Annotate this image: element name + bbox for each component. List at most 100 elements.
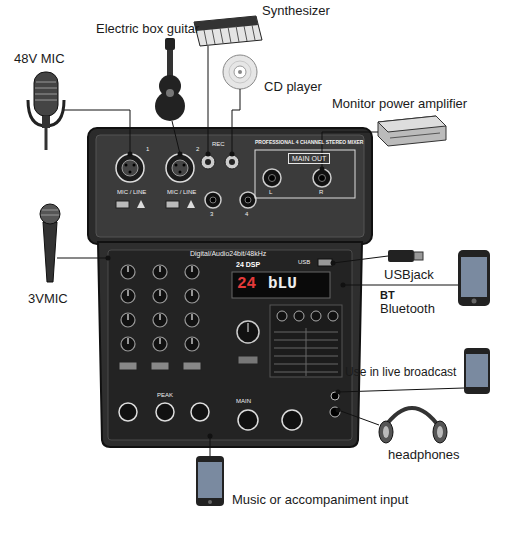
xlr-combo-jack <box>129 171 132 174</box>
knob-pointer <box>159 266 160 272</box>
leader-dot <box>336 408 341 413</box>
usb-stick-icon <box>388 250 414 262</box>
leader-line <box>232 89 240 154</box>
channel-knob <box>153 289 167 303</box>
switch-button <box>166 201 179 208</box>
device-label: BT <box>380 289 395 301</box>
panel-title: PROFESSIONAL 4 CHANNEL STEREO MIXER <box>255 140 363 145</box>
knob-pointer <box>127 338 128 344</box>
mixer-body <box>96 135 364 237</box>
panel-label: USB <box>298 259 310 265</box>
knob-pointer <box>127 290 128 296</box>
panel-label: MAIN OUT <box>288 153 330 164</box>
rca-jack <box>229 159 235 165</box>
xlr-combo-jack <box>172 160 188 176</box>
xlr-combo-jack <box>183 164 186 167</box>
keyboard-icon <box>244 26 247 41</box>
condenser-mic-icon <box>28 72 64 150</box>
guitar-icon <box>165 38 175 50</box>
channel-knob <box>153 337 167 351</box>
panel-label: PEAK <box>157 392 173 398</box>
panel-label: Digital/Audio24bit/48kHz <box>190 250 266 257</box>
main-out-panel <box>255 150 355 198</box>
device-label: Bluetooth <box>380 302 435 316</box>
phone-icon <box>196 250 490 506</box>
dsp-section <box>277 311 287 321</box>
panel-label: REC <box>212 141 225 147</box>
panel-label: 24 DSP <box>236 261 260 268</box>
headphones-icon <box>383 426 389 438</box>
dsp-section <box>238 356 258 364</box>
headphones-icon <box>379 421 393 443</box>
phone-icon <box>472 299 477 304</box>
quarter-inch-jack <box>210 197 216 203</box>
leader-dot <box>230 152 235 157</box>
xlr-combo-jack <box>125 164 128 167</box>
phone-icon <box>461 257 487 297</box>
switch-button <box>187 200 195 208</box>
condenser-mic-icon <box>35 88 57 89</box>
leader-line <box>333 256 388 263</box>
guitar-icon <box>155 38 185 121</box>
channel-knob <box>121 265 199 351</box>
amplifier-icon <box>378 116 446 132</box>
usb-stick-icon <box>388 250 423 262</box>
device-label: 3VMIC <box>28 292 68 306</box>
handheld-mic-icon <box>40 204 60 224</box>
knob-pointer <box>159 338 160 344</box>
leader-dot <box>336 390 341 395</box>
dsp-section <box>330 407 340 417</box>
channel-knob <box>153 265 167 279</box>
dsp-section <box>311 311 321 321</box>
dsp-section <box>306 328 307 376</box>
xlr-combo-jack <box>116 154 194 182</box>
leader-dot <box>128 152 133 157</box>
leader-dot <box>178 152 183 157</box>
knob-pointer <box>127 266 128 272</box>
xlr-combo-jack <box>166 154 194 182</box>
keyboard-icon <box>236 26 239 42</box>
leader-line <box>64 110 130 154</box>
rca-jack <box>201 155 239 169</box>
device-label: 48V MIC <box>14 52 65 66</box>
channel-knob <box>121 265 135 279</box>
channel-button <box>119 362 201 370</box>
phone-icon <box>458 250 490 306</box>
leader-dot <box>208 434 213 439</box>
panel-label: R <box>319 189 323 195</box>
leader-dot <box>320 167 325 172</box>
main-out-panel <box>255 150 355 198</box>
keyboard-icon <box>252 25 255 40</box>
device-label: Electric box guitar <box>96 22 199 36</box>
leader-line <box>338 388 464 392</box>
switch-button <box>116 200 195 208</box>
channel-number: 4 <box>245 211 248 217</box>
xlr-combo-jack <box>133 164 136 167</box>
level-knob <box>282 410 302 430</box>
device-label: USBjack <box>384 268 434 282</box>
cd-icon <box>229 61 251 83</box>
xlr-combo-jack <box>122 160 138 176</box>
keyboard-icon <box>220 28 223 43</box>
leader-line <box>172 121 180 154</box>
level-knob <box>191 403 209 421</box>
xlr-combo-jack <box>116 154 144 182</box>
keyboard-icon <box>204 30 207 45</box>
mixer-body <box>108 250 352 440</box>
mixer-body <box>88 128 372 447</box>
xlr-combo-jack <box>175 164 178 167</box>
leader-dot <box>106 152 346 439</box>
channel-number: 1 <box>146 146 149 152</box>
quarter-inch-jack <box>205 192 256 208</box>
knob-pointer <box>127 314 128 320</box>
keyboard-icon <box>194 16 262 46</box>
channel-knob <box>153 313 167 327</box>
keyboard-icon <box>194 16 258 31</box>
knob-pointer <box>191 266 192 272</box>
amplifier-icon <box>378 116 446 146</box>
switch-button <box>116 201 129 208</box>
cd-icon <box>223 55 257 89</box>
mixer-body <box>88 128 372 244</box>
knob-pointer <box>159 314 160 320</box>
phone-icon <box>464 348 490 394</box>
